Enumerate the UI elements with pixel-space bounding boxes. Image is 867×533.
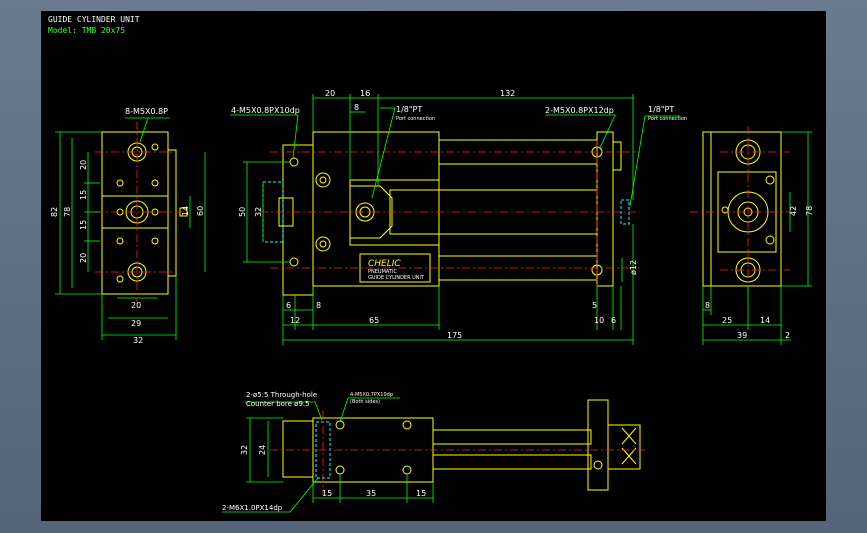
drawing-model: Model: TMB 20x75: [48, 26, 125, 35]
dim-front-12: 12: [290, 316, 300, 325]
dim-right-14: 14: [760, 316, 770, 325]
cad-drawing: GUIDE CYLINDER UNIT Model: TMB 20x75: [48, 15, 814, 513]
bottom-view: 32 24 15 35 15 2-ø5.5 Through-hole Count…: [222, 391, 645, 513]
callout-rear-holes: 2-M5X0.8PX12dp: [545, 106, 614, 115]
dim-bot-32: 32: [240, 445, 249, 455]
dim-front-175: 175: [447, 331, 462, 340]
brand-small: PNEUMATIC: [368, 269, 397, 275]
dim-top-16: 16: [360, 89, 370, 98]
front-view: CHELIC PNEUMATIC GUIDE CYLINDER UNIT: [230, 89, 687, 345]
callout-port-a-note: Port connection: [396, 116, 435, 122]
dim-left-15b: 15: [79, 220, 88, 230]
dim-top-20: 20: [325, 89, 335, 98]
dim-right-8: 8: [705, 301, 710, 310]
dim-left-w29: 29: [131, 319, 141, 328]
dim-front-50: 50: [238, 207, 247, 217]
dim-bot-15a: 15: [322, 489, 332, 498]
callout-bottom-through: 2-ø5.5 Through-hole: [246, 391, 317, 399]
dim-front-65: 65: [369, 316, 379, 325]
dim-left-w32: 32: [133, 336, 143, 345]
callout-bottom-tap: 2-M6X1.0PX14dp: [222, 504, 283, 512]
dim-top-132: 132: [500, 89, 515, 98]
dim-right-42: 42: [789, 206, 798, 216]
callout-port-b: 1/8"PT: [648, 105, 674, 114]
callout-port-b-note: Port connection: [648, 116, 687, 122]
dim-left-78: 78: [63, 207, 72, 217]
dim-right-25: 25: [722, 316, 732, 325]
dim-right-2: 2: [785, 331, 790, 340]
callout-bottom-counter: Counter bore ø9.5: [246, 400, 310, 408]
dim-left-20b: 20: [79, 253, 88, 263]
right-end-view: 42 78 8 25 14 39 2: [690, 126, 814, 345]
dim-bot-15b: 15: [416, 489, 426, 498]
dim-front-5: 5: [592, 301, 597, 310]
dim-bot-24: 24: [258, 445, 267, 455]
left-end-view: 82 78 20 15 15 20 14 60 20 29 32 8-M5X0.…: [50, 107, 206, 345]
dim-left-60: 60: [196, 206, 205, 216]
dim-right-78: 78: [805, 206, 814, 216]
dim-bot-35: 35: [366, 489, 376, 498]
callout-port-a: 1/8"PT: [396, 105, 422, 114]
dim-left-15a: 15: [79, 190, 88, 200]
callout-front-holes: 4-M5X0.8PX10dp: [231, 106, 300, 115]
callout-bottom-thread: 4-M5X0.7PX10dp: [350, 392, 393, 398]
dim-front-6: 6: [286, 301, 291, 310]
dim-left-82: 82: [50, 207, 59, 217]
drawing-canvas[interactable]: GUIDE CYLINDER UNIT Model: TMB 20x75: [41, 11, 826, 521]
dim-front-32: 32: [254, 207, 263, 217]
callout-rod-dia: ø12: [629, 260, 638, 275]
brand-sub: GUIDE CYLINDER UNIT: [368, 275, 425, 281]
dim-front-8: 8: [316, 301, 321, 310]
callout-left-holes: 8-M5X0.8P: [125, 107, 168, 116]
dim-left-w20: 20: [131, 301, 141, 310]
dim-front-10: 10: [594, 316, 604, 325]
dim-right-39: 39: [737, 331, 747, 340]
dim-front-6b: 6: [611, 316, 616, 325]
dim-top-8: 8: [354, 103, 359, 112]
brand-logo: CHELIC: [368, 259, 401, 269]
callout-bottom-thread-note: (Both sides): [350, 399, 380, 405]
dim-left-20a: 20: [79, 160, 88, 170]
drawing-title: GUIDE CYLINDER UNIT: [48, 15, 140, 24]
dim-left-14: 14: [181, 206, 190, 216]
